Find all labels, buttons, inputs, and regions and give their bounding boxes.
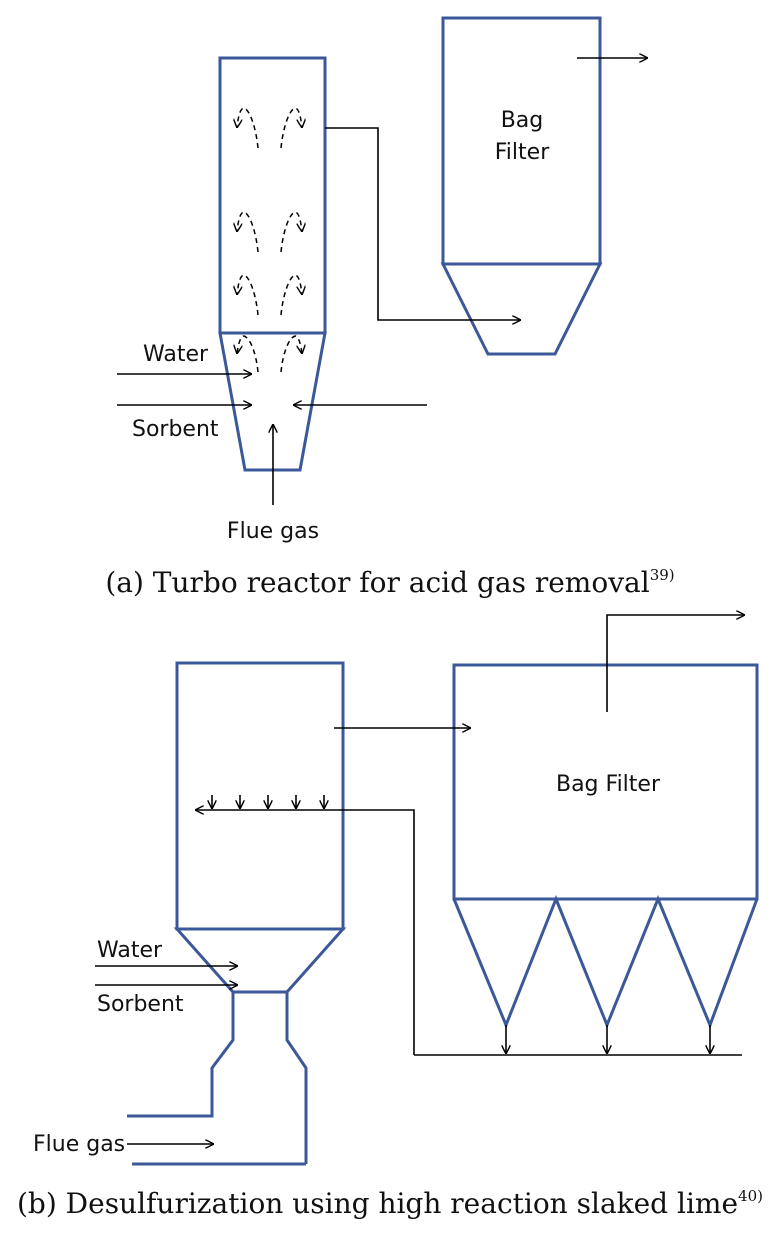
reactor-b (127, 661, 347, 1166)
water-label-b: Water (97, 938, 163, 963)
swirl-row-1 (237, 107, 302, 149)
swirl-row-2 (237, 211, 302, 253)
swirl-row-3 (237, 274, 302, 316)
clean-gas-outlet-arrow-b (606, 615, 745, 712)
hopper-discharge-arrows (506, 1025, 710, 1054)
caption-a: (a) Turbo reactor for acid gas removal39… (105, 566, 674, 599)
reactor-b-duct-right (285, 992, 308, 1164)
bag-filter-b-label: Bag Filter (556, 772, 661, 797)
sorbent-label-a: Sorbent (132, 417, 219, 442)
bag-filter-a-hopper (440, 262, 603, 356)
turbo-reactor (218, 56, 327, 472)
reactor-b-inlet-duct-upper (127, 992, 235, 1118)
panel-a: Bag Filter Water Sorbent Flue gas (a) Tu… (105, 16, 675, 599)
bag-filter-a-label-line1: Bag (501, 108, 544, 133)
swirl-flow-arrows (237, 107, 302, 373)
panel-b: Bag Filter Water Sorbent Flue gas (b) De… (17, 615, 763, 1220)
sorbent-label-b: Sorbent (97, 992, 184, 1017)
recirculation-line-b (195, 810, 415, 1055)
spray-nozzles (212, 795, 324, 809)
caption-b: (b) Desulfurization using high reaction … (17, 1187, 763, 1220)
swirl-row-4 (237, 335, 302, 373)
bag-filter-b (452, 663, 759, 1030)
bag-filter-b-body (452, 663, 759, 901)
bag-filter-a-label-line2: Filter (495, 140, 550, 165)
flue-gas-label-b: Flue gas (33, 1132, 125, 1157)
reactor-b-body (175, 661, 345, 931)
bag-filter-b-hoppers (452, 894, 759, 1030)
reactor-b-cone (173, 927, 347, 994)
reactor-body (218, 56, 327, 335)
bag-filter-a (440, 16, 603, 356)
reactor-cone (218, 331, 327, 472)
flue-gas-label-a: Flue gas (227, 519, 319, 544)
reactor-to-filter-duct-a (325, 127, 521, 320)
water-label-a: Water (143, 342, 209, 367)
